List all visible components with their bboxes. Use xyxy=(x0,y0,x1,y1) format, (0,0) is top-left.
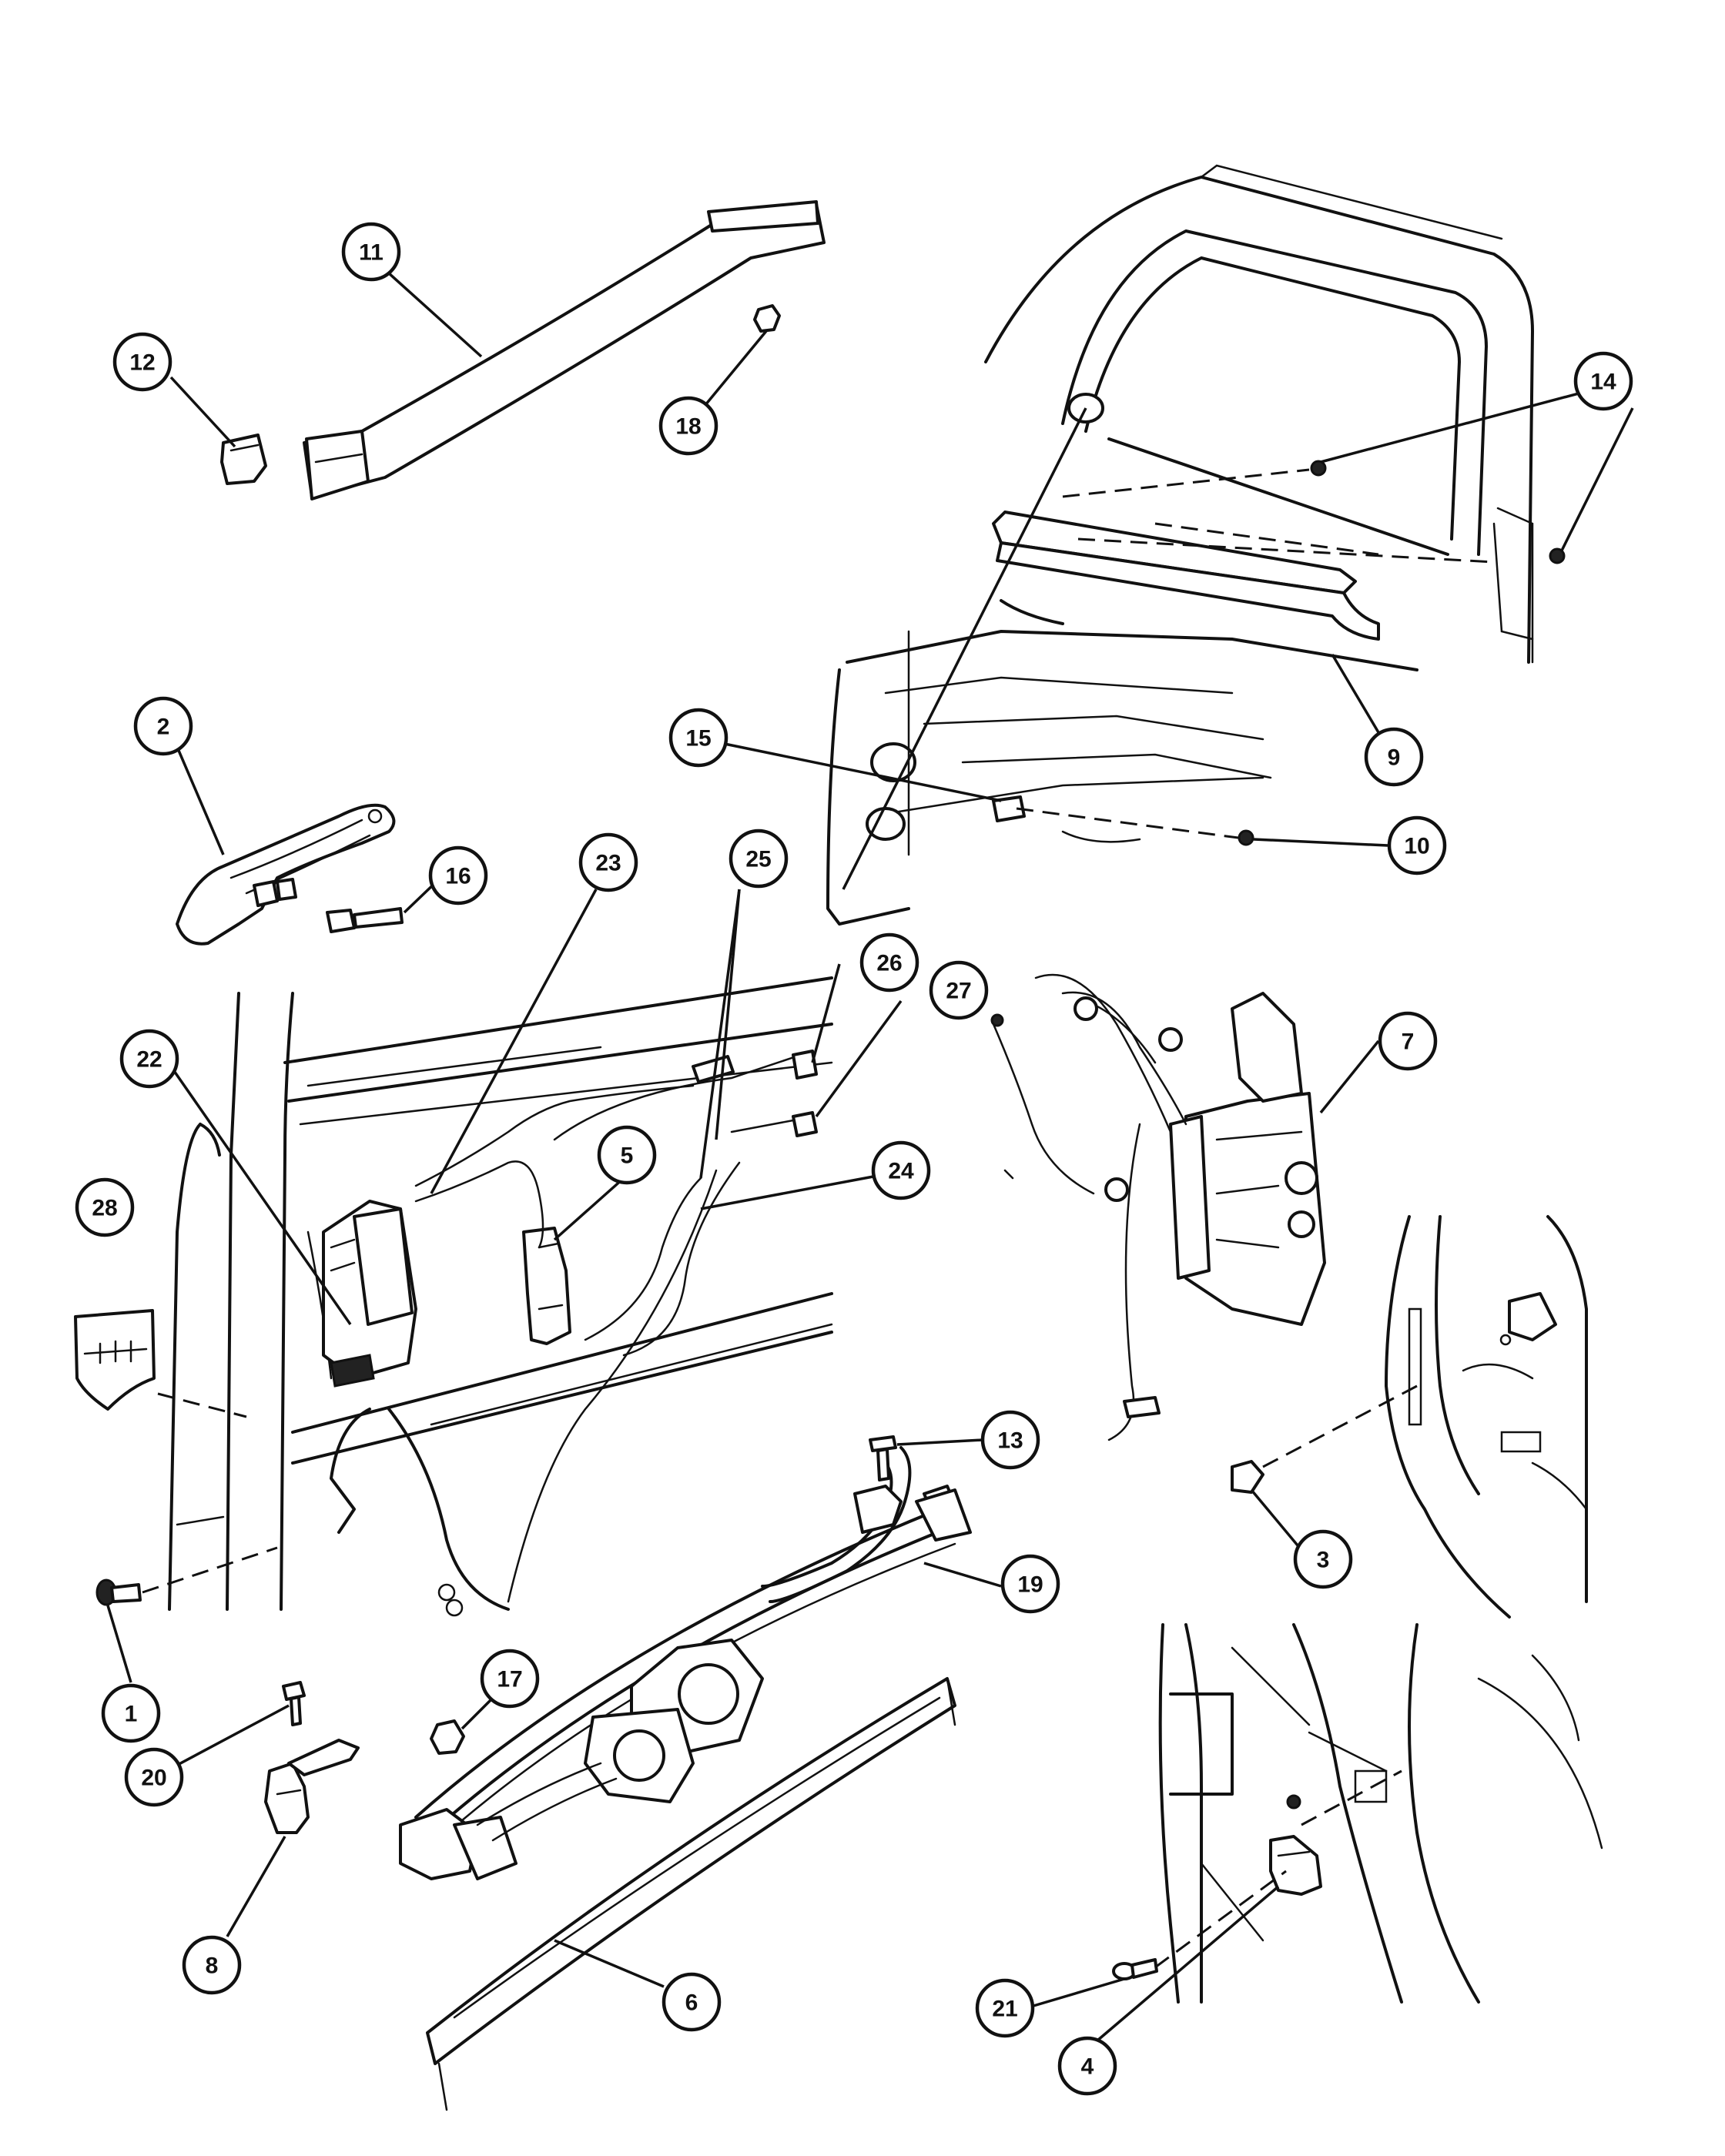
svg-text:17: 17 xyxy=(497,1667,522,1692)
svg-text:16: 16 xyxy=(445,864,471,889)
part-9-dash-line-c xyxy=(1154,522,1379,556)
part-4-dash-line xyxy=(1301,1769,1402,1826)
svg-text:24: 24 xyxy=(888,1159,914,1184)
svg-text:1: 1 xyxy=(125,1702,138,1727)
callout-4: 4 xyxy=(1057,2036,1117,2096)
part-22-control-module xyxy=(322,1200,417,1388)
part-19-lower-track xyxy=(414,1446,972,1842)
floor-pan-area xyxy=(826,630,1419,926)
callout-26: 26 xyxy=(859,932,919,993)
callout-8: 8 xyxy=(182,1935,242,1995)
callout-12: 12 xyxy=(112,332,172,392)
part-6-sill-trim xyxy=(426,1677,956,2111)
part-9-quarter-panel-opening xyxy=(984,164,1534,664)
part-17-nut xyxy=(430,1719,465,1755)
leader-lines xyxy=(106,264,1634,2042)
part-9-dash-line-a xyxy=(1062,468,1310,498)
svg-text:15: 15 xyxy=(685,726,711,752)
svg-text:27: 27 xyxy=(946,979,971,1004)
part-12-end-cap xyxy=(220,434,267,485)
callout-9: 9 xyxy=(1364,727,1424,787)
part-4-striker xyxy=(1269,1794,1322,1896)
callout-1: 1 xyxy=(101,1683,161,1743)
part-10-dash-line xyxy=(1016,807,1239,839)
cables-23-24-25 xyxy=(387,1050,818,1611)
svg-text:10: 10 xyxy=(1404,834,1429,859)
svg-text:26: 26 xyxy=(876,951,902,976)
part-1-bolt xyxy=(95,1578,142,1606)
callout-21: 21 xyxy=(975,1978,1035,2038)
part-16-screw xyxy=(326,907,404,933)
callout-2: 2 xyxy=(133,696,193,756)
svg-text:21: 21 xyxy=(992,1997,1017,2022)
svg-text:3: 3 xyxy=(1317,1548,1330,1573)
callout-15: 15 xyxy=(668,708,729,768)
svg-text:4: 4 xyxy=(1081,2054,1094,2080)
part-3-clip xyxy=(1231,1460,1264,1494)
svg-text:25: 25 xyxy=(745,847,771,872)
part-13-bolt xyxy=(869,1435,897,1481)
callout-22: 22 xyxy=(119,1029,179,1089)
callout-20: 20 xyxy=(124,1747,184,1807)
callout-13: 13 xyxy=(980,1410,1040,1470)
part-18-nut xyxy=(753,304,781,333)
svg-text:23: 23 xyxy=(595,851,621,876)
part-1-dash-line xyxy=(142,1546,278,1594)
part-28-label xyxy=(74,1309,156,1411)
part-20-screw xyxy=(282,1681,306,1726)
svg-text:20: 20 xyxy=(141,1766,166,1791)
callout-17: 17 xyxy=(480,1649,540,1709)
part-11-upper-track-cover xyxy=(303,200,826,500)
part-10-nut xyxy=(1238,829,1254,846)
part-15-bracket xyxy=(992,795,1026,822)
svg-text:2: 2 xyxy=(157,715,170,740)
callout-3: 3 xyxy=(1293,1529,1353,1589)
callout-14: 14 xyxy=(1573,351,1633,411)
part-8-striker-bracket xyxy=(264,1739,360,1834)
svg-text:18: 18 xyxy=(675,414,701,440)
svg-text:11: 11 xyxy=(359,240,384,266)
door-inner-panel xyxy=(168,976,833,1617)
part-3-dash-line xyxy=(1262,1384,1418,1468)
callout-27: 27 xyxy=(929,960,989,1020)
callout-11: 11 xyxy=(341,222,401,282)
callout-7: 7 xyxy=(1378,1011,1438,1071)
svg-text:12: 12 xyxy=(129,350,155,376)
power-motor-assembly xyxy=(399,1639,764,1880)
part-21-screw xyxy=(1112,1958,1158,1980)
svg-text:13: 13 xyxy=(997,1428,1023,1454)
svg-text:19: 19 xyxy=(1017,1572,1043,1598)
svg-text:7: 7 xyxy=(1402,1029,1415,1055)
part-2-outside-handle xyxy=(176,803,396,946)
svg-text:9: 9 xyxy=(1388,745,1401,771)
svg-text:14: 14 xyxy=(1590,370,1616,395)
svg-text:6: 6 xyxy=(685,1990,698,2016)
part-21-dash-line xyxy=(1154,1870,1287,1969)
callout-6: 6 xyxy=(662,1972,722,2032)
svg-text:22: 22 xyxy=(136,1047,162,1073)
svg-text:5: 5 xyxy=(621,1143,634,1169)
part-7-latch-assembly xyxy=(990,973,1326,1441)
part-14-retainers xyxy=(1310,460,1566,564)
callout-23: 23 xyxy=(578,832,638,892)
svg-text:8: 8 xyxy=(206,1953,219,1979)
callout-16: 16 xyxy=(428,845,488,906)
b-pillar-area-3 xyxy=(1385,1215,1588,1619)
callout-10: 10 xyxy=(1387,815,1447,875)
part-5-door-check xyxy=(522,1227,571,1345)
callout-24: 24 xyxy=(871,1140,931,1200)
svg-text:28: 28 xyxy=(92,1196,117,1221)
callout-5: 5 xyxy=(597,1125,657,1185)
part-9-dash-line-b xyxy=(1077,537,1495,564)
lower-right-pillar-area xyxy=(1158,1623,1603,2004)
callout-28: 28 xyxy=(75,1177,135,1237)
part-28-dash-line xyxy=(157,1392,247,1418)
callout-19: 19 xyxy=(1000,1554,1060,1614)
callout-18: 18 xyxy=(658,396,718,456)
callout-25: 25 xyxy=(729,829,789,889)
